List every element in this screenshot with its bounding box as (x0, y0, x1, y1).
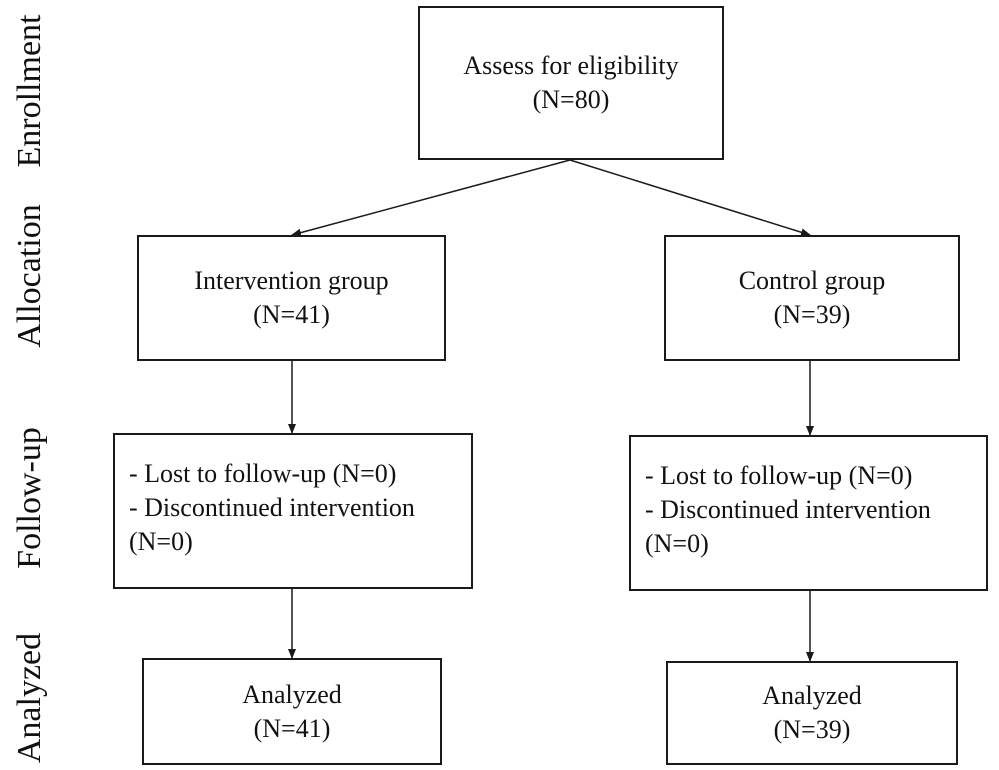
intervention-count: (N=41) (253, 300, 330, 329)
stage-label-followup: Follow-up (11, 427, 48, 569)
stage-label-analyzed: Analyzed (11, 632, 48, 764)
control-group-box: Control group (N=39) (664, 235, 960, 361)
intervention-title: Intervention group (194, 266, 389, 295)
arrow-assess-to-control (569, 159, 811, 237)
followup-intervention-count: (N=0) (129, 527, 193, 556)
arrow-assess-to-intervention (291, 159, 571, 237)
control-title: Control group (738, 266, 886, 295)
followup-control-lost: - Lost to follow-up (N=0) (645, 461, 913, 490)
control-count: (N=39) (773, 300, 851, 329)
stage-label-enrollment: Enrollment (11, 14, 48, 168)
intervention-group-box: Intervention group (N=41) (137, 235, 446, 361)
assess-eligibility-box: Assess for eligibility (N=80) (418, 6, 724, 160)
followup-control-count: (N=0) (645, 529, 709, 558)
followup-intervention-lost: - Lost to follow-up (N=0) (129, 459, 397, 488)
analyzed-intervention-title: Analyzed (242, 679, 342, 709)
stage-label-allocation: Allocation (11, 204, 48, 348)
assess-count: (N=80) (532, 85, 610, 114)
followup-intervention-discontinued: - Discontinued intervention (129, 493, 415, 522)
analyzed-control-title: Analyzed (762, 681, 862, 710)
followup-control-box: - Lost to follow-up (N=0) - Discontinued… (629, 435, 988, 591)
followup-control-discontinued: - Discontinued intervention (645, 495, 931, 524)
analyzed-intervention-count: (N=41) (253, 713, 331, 743)
analyzed-control-box: Analyzed (N=39) (666, 661, 958, 765)
assess-title: Assess for eligibility (463, 51, 679, 80)
analyzed-control-count: (N=39) (773, 715, 851, 744)
analyzed-intervention-box: Analyzed (N=41) (142, 658, 442, 765)
followup-intervention-box: - Lost to follow-up (N=0) - Discontinued… (113, 433, 473, 589)
